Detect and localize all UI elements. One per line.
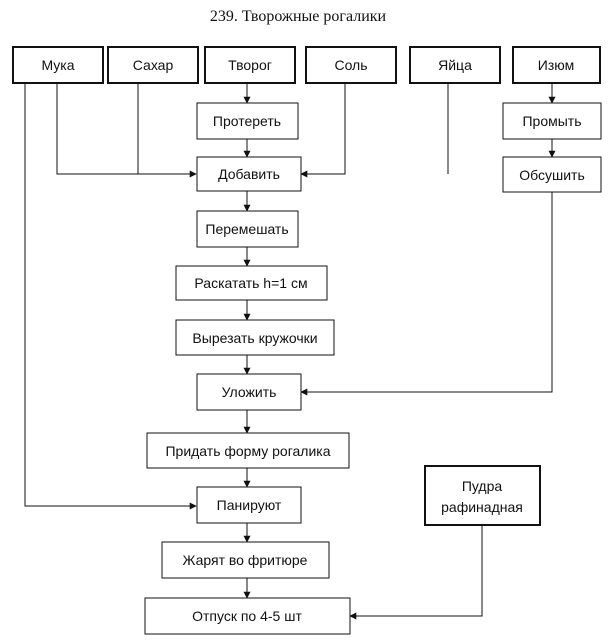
ingredient-cottage-cheese-label: Творог bbox=[228, 57, 272, 73]
step-fry-label: Жарят во фритюре bbox=[183, 552, 308, 568]
step-add-label: Добавить bbox=[218, 166, 280, 182]
step-dry-box bbox=[502, 156, 602, 193]
step-rub-label: Протереть bbox=[213, 113, 281, 129]
ingredient-flour-box bbox=[12, 46, 104, 84]
ingredient-cottage-cheese-box bbox=[204, 46, 296, 84]
edge-powder-to-serve bbox=[349, 525, 483, 620]
edge-flour-to-add bbox=[56, 83, 197, 178]
diagram-title: 239. Творожные рогалики bbox=[210, 8, 387, 25]
step-labels: Протереть Добавить Перемешать Раскатать … bbox=[165, 113, 584, 624]
step-bread-label: Панируют bbox=[217, 497, 282, 513]
step-cut-label: Вырезать кружочки bbox=[192, 330, 317, 346]
step-serve-box bbox=[144, 597, 351, 635]
ingredient-salt-label: Соль bbox=[334, 57, 367, 73]
step-fry-box bbox=[161, 541, 330, 579]
steps bbox=[144, 102, 602, 635]
ingredient-powdered-sugar-label-1: Пудра bbox=[462, 478, 503, 494]
ingredient-powdered-sugar-label-2: рафинадная bbox=[441, 499, 523, 515]
ingredient-eggs-label: Яйца bbox=[438, 57, 472, 73]
ingredient-eggs-box bbox=[409, 46, 501, 84]
edge-salt-to-add bbox=[300, 83, 346, 178]
ingredient-labels: Мука Сахар Творог Соль Яйца Изюм Пудра р… bbox=[41, 57, 574, 515]
step-cut-box bbox=[175, 319, 335, 356]
step-rub-box bbox=[196, 102, 299, 140]
step-place-box bbox=[196, 373, 302, 411]
edge-dry-to-place bbox=[300, 192, 553, 396]
step-bread-box bbox=[196, 486, 302, 524]
step-wash-box bbox=[502, 102, 602, 140]
step-dry-label: Обсушить bbox=[519, 167, 585, 183]
step-mix-label: Перемешать bbox=[205, 221, 288, 237]
ingredient-sugar-box bbox=[107, 46, 199, 84]
step-shape-box bbox=[146, 432, 350, 469]
ingredient-raisins-box bbox=[512, 46, 601, 84]
step-add-box bbox=[196, 156, 302, 192]
step-wash-label: Промыть bbox=[522, 113, 581, 129]
step-serve-label: Отпуск по 4-5 шт bbox=[192, 608, 302, 624]
ingredient-flour-label: Мука bbox=[41, 57, 74, 73]
ingredient-salt-box bbox=[305, 46, 397, 84]
connectors bbox=[24, 83, 556, 620]
ingredients bbox=[12, 46, 601, 526]
step-mix-box bbox=[196, 210, 299, 248]
ingredient-raisins-label: Изюм bbox=[538, 57, 574, 73]
ingredient-sugar-label: Сахар bbox=[133, 57, 174, 73]
step-shape-label: Придать форму рогалика bbox=[165, 443, 330, 459]
step-place-label: Уложить bbox=[222, 384, 277, 400]
ingredient-powdered-sugar-box bbox=[424, 465, 541, 526]
edge-flour-to-bread bbox=[24, 83, 197, 510]
step-roll-label: Раскатать h=1 см bbox=[194, 275, 307, 291]
step-roll-box bbox=[175, 265, 328, 301]
